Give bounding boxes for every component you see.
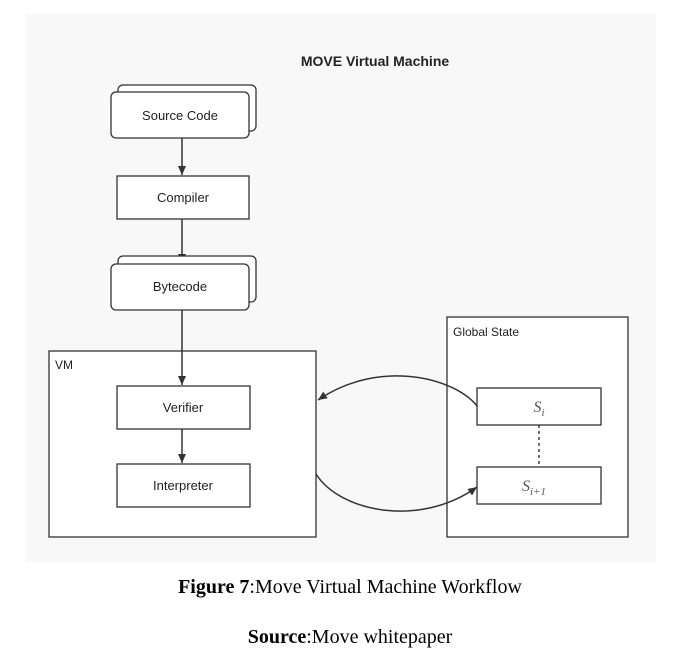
figure-text: Move Virtual Machine Workflow — [254, 576, 522, 598]
arrow-vm-to-state — [315, 473, 478, 512]
svg-text:Si+1: Si+1 — [522, 478, 546, 498]
state-si1-node: Si+1 — [476, 466, 602, 505]
arrow-state-to-vm — [317, 375, 478, 407]
compiler-label: Compiler — [157, 190, 210, 205]
source-separator: : — [306, 626, 312, 648]
interpreter-node: Interpreter — [116, 463, 251, 508]
source-label: Source — [247, 626, 307, 648]
svg-text:Si: Si — [533, 399, 544, 419]
state-si-sub: i — [541, 407, 544, 419]
state-si-base: S — [533, 399, 541, 416]
source-text: Move whitepaper — [311, 626, 453, 648]
source-code-label: Source Code — [142, 108, 218, 123]
state-si1-base: S — [522, 478, 530, 495]
state-si1-sub: i+1 — [530, 486, 546, 498]
global-state-label: Global State — [453, 325, 519, 339]
source-caption: Source:Move whitepaper — [0, 626, 700, 649]
diagram-title: MOVE Virtual Machine — [301, 53, 450, 69]
verifier-label: Verifier — [163, 400, 204, 415]
vm-label: VM — [55, 358, 73, 372]
figure-separator: : — [249, 576, 255, 598]
figure-caption: Figure 7:Move Virtual Machine Workflow — [0, 576, 700, 599]
figure-label: Figure 7 — [178, 576, 250, 598]
source-code-node: Source Code — [110, 84, 257, 139]
compiler-node: Compiler — [116, 175, 250, 220]
bytecode-label: Bytecode — [153, 279, 207, 294]
bytecode-node: Bytecode — [110, 255, 257, 311]
interpreter-label: Interpreter — [153, 478, 214, 493]
state-si-node: Si — [476, 387, 602, 426]
verifier-node: Verifier — [116, 385, 251, 430]
